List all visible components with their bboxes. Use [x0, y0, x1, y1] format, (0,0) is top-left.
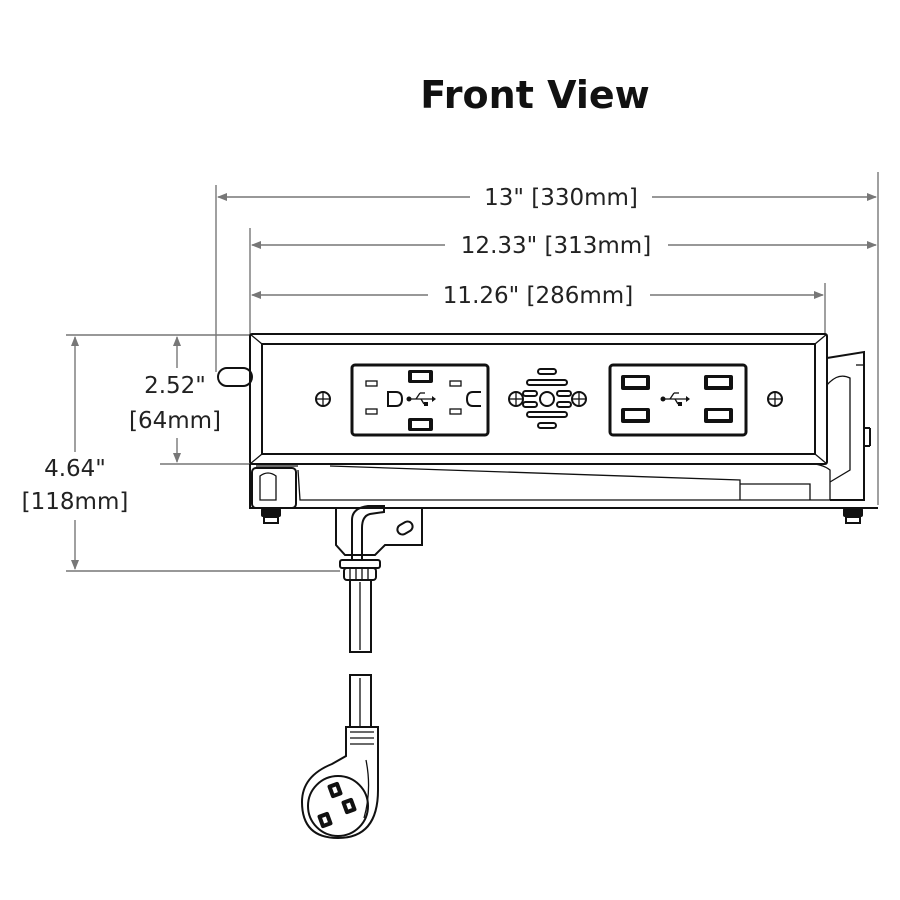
dimension-label-total-height-mm: [118mm]: [22, 489, 129, 515]
power-cord: [300, 505, 385, 840]
dimension-label-unit-height-in: 2.52": [144, 373, 206, 399]
screw-icon: [315, 391, 331, 407]
usb-symbol-icon: [406, 392, 436, 406]
dimension-width-housing: 12.33" [313mm]: [249, 228, 877, 335]
dimension-height-total: 4.64" [118mm]: [22, 334, 340, 572]
screw-icon: [767, 391, 783, 407]
power-unit: [217, 333, 828, 465]
ac-usb-outlet-left: [350, 363, 490, 437]
dimension-width-overall: 13" [330mm]: [215, 172, 879, 505]
dimension-label-faceplate-width: 11.26" [286mm]: [443, 283, 633, 309]
usb-symbol-icon: [660, 392, 690, 406]
dimension-label-unit-height-mm: [64mm]: [129, 408, 221, 434]
speaker-grille: [508, 368, 587, 429]
dimension-label-overall-width: 13" [330mm]: [484, 185, 638, 211]
mounting-bracket: [249, 350, 878, 556]
screw-icon: [571, 391, 587, 407]
dimension-label-total-height-in: 4.64": [44, 456, 106, 482]
dimension-width-faceplate: 11.26" [286mm]: [251, 283, 826, 335]
dimension-label-housing-width: 12.33" [313mm]: [461, 233, 651, 259]
usb-module-right: [608, 363, 748, 437]
dimension-height-unit: 2.52" [64mm]: [129, 334, 252, 465]
screw-icon: [508, 391, 524, 407]
page-title: Front View: [420, 73, 649, 117]
